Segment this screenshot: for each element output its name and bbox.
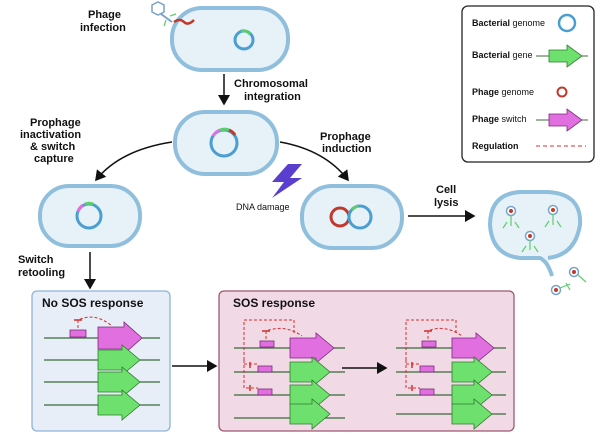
legend-bacterial-genome: Bacterial genome <box>472 18 545 28</box>
switch-arrow-icon <box>548 108 583 132</box>
genome-ring-icon <box>557 13 577 33</box>
label-chromosomal-integration: Chromosomal integration <box>234 78 311 103</box>
lysed-cell <box>487 190 587 296</box>
phage-genome-icon <box>556 86 568 98</box>
induced-cell <box>300 184 404 250</box>
infected-cell <box>170 6 290 72</box>
inactivated-cell <box>38 184 142 248</box>
label-dna-damage: DNA damage <box>236 202 290 212</box>
phage-particle-icon <box>151 1 195 27</box>
legend-regulation: Regulation <box>472 141 519 151</box>
gene-arrow-icon <box>548 44 583 68</box>
legend-phage-switch: Phage switch <box>472 114 527 124</box>
no-sos-panel: No SOS response <box>31 290 171 432</box>
label-prophage-inactivation: Prophage inactivation & switch capture <box>20 117 84 165</box>
legend-phage-genome: Phage genome <box>472 87 534 97</box>
legend: Bacterial genome Bacterial gene Phage ge… <box>461 5 595 163</box>
sos-panel: SOS response <box>218 290 515 432</box>
released-phage-icon <box>550 266 587 296</box>
lysogen-cell <box>173 110 279 176</box>
no-sos-title: No SOS response <box>42 296 144 310</box>
lightning-icon <box>272 164 302 198</box>
label-prophage-induction: Prophage induction <box>320 131 374 155</box>
sos-state-after <box>396 319 506 430</box>
arrow-inactivation <box>95 141 173 182</box>
sos-state-before <box>234 319 345 430</box>
label-switch-retooling: Switch retooling <box>18 254 65 279</box>
sos-title: SOS response <box>233 296 315 310</box>
legend-bacterial-gene: Bacterial gene <box>472 50 533 60</box>
arrow-induction <box>279 141 349 182</box>
label-phage-infection: Phage infection <box>80 9 126 34</box>
label-cell-lysis: Cell lysis <box>434 184 459 209</box>
